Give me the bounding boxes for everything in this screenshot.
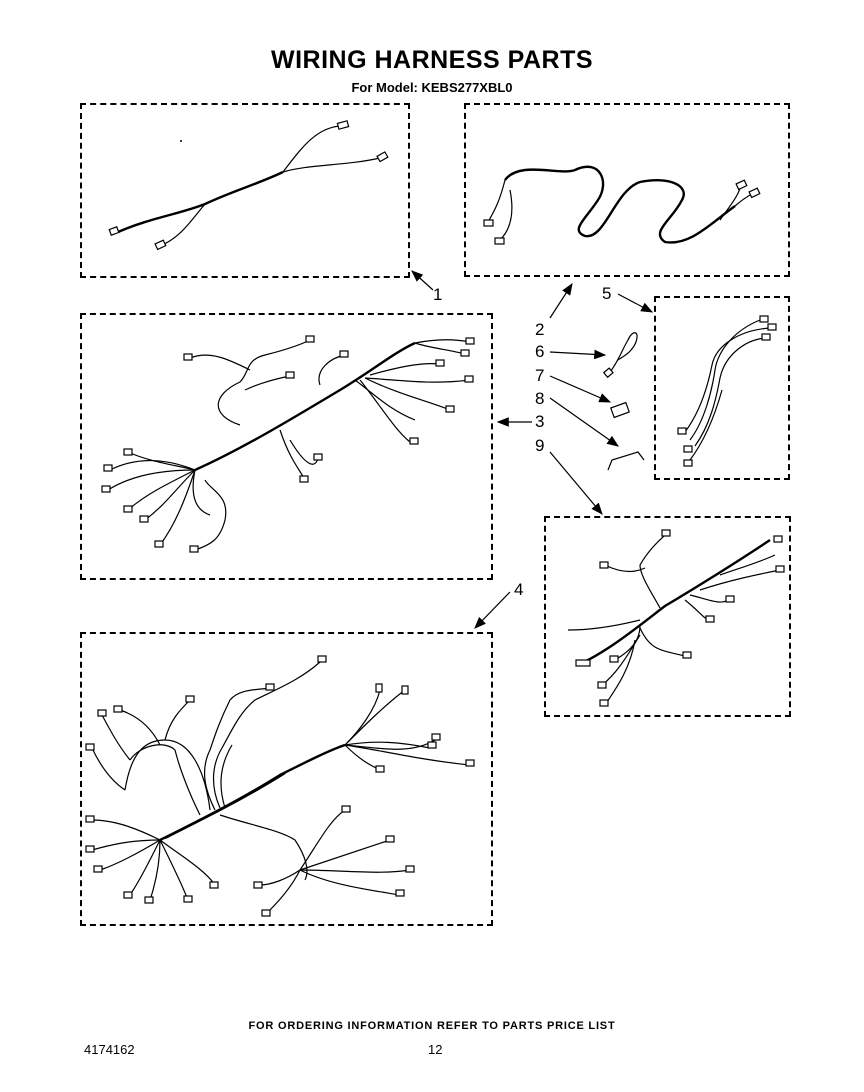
callout-7: 7 [535,366,545,385]
leader-6 [549,349,607,360]
harness-box-1 [80,103,410,278]
callout-5: 5 [602,284,612,303]
callout-6: 6 [535,342,545,361]
callout-3: 3 [535,412,545,431]
ordering-instruction: FOR ORDERING INFORMATION REFER TO PARTS … [248,1020,616,1032]
callout-2: 2 [535,320,545,339]
harness-9-drawing [567,529,785,707]
leader-5 [617,293,654,313]
callout-8: 8 [535,389,545,408]
harness-box-4 [80,632,493,926]
harness-box-5 [654,296,790,480]
harness-1-drawing [108,120,389,251]
leader-4 [474,591,511,629]
harness-2-drawing [483,165,761,245]
leader-7 [549,375,612,403]
leader-2 [549,282,573,319]
leader-1 [411,270,434,291]
harness-box-3 [80,313,493,580]
page-title: WIRING HARNESS PARTS [270,46,594,74]
harness-box-9 [544,516,791,717]
callout-4: 4 [514,580,524,599]
harness-box-2 [464,103,790,277]
callout-1: 1 [433,285,443,304]
callout-9: 9 [535,436,545,455]
model-subtitle: For Model: KEBS277XBL0 [351,80,513,95]
leader-8 [549,397,619,447]
leader-9 [549,451,603,515]
document-number: 4174162 [84,1042,135,1057]
harness-4-drawing [85,655,475,917]
harness-5-drawing [677,315,777,467]
leader-arrows [411,270,654,629]
small-parts [602,332,645,471]
harness-3-drawing [101,335,475,553]
page-number: 12 [428,1042,443,1057]
